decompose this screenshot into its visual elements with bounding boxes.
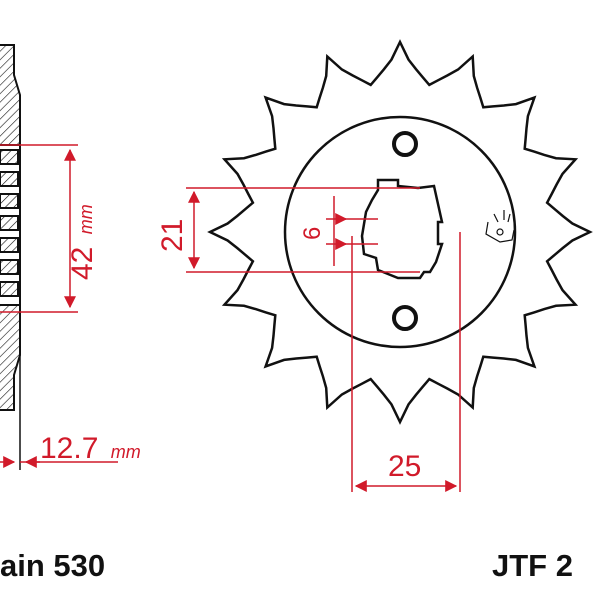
bolt-hole-top — [392, 131, 418, 157]
chain-size-caption: ain 530 — [0, 548, 106, 583]
dimension-21-label: 21 — [156, 219, 189, 252]
side-profile-spline — [0, 149, 19, 297]
hub-circle — [283, 115, 517, 349]
dimension-6 — [326, 196, 378, 266]
dimension-6-label: 6 — [299, 227, 326, 240]
side-profile-top — [0, 44, 21, 146]
dimension-42mm — [0, 144, 78, 313]
dimension-21 — [186, 187, 420, 273]
dimension-42-label: 42 mm — [66, 204, 99, 280]
side-profile-bottom — [0, 304, 21, 411]
dimension-12-7-label: 12.7 mm — [40, 432, 141, 465]
bolt-hole-bottom — [392, 305, 418, 331]
dimension-25-label: 25 — [388, 450, 421, 483]
sprocket-mark-icon — [485, 210, 515, 243]
part-number-caption: JTF 2 — [492, 548, 573, 583]
side-profile — [0, 44, 21, 470]
dimension-25 — [351, 232, 461, 492]
